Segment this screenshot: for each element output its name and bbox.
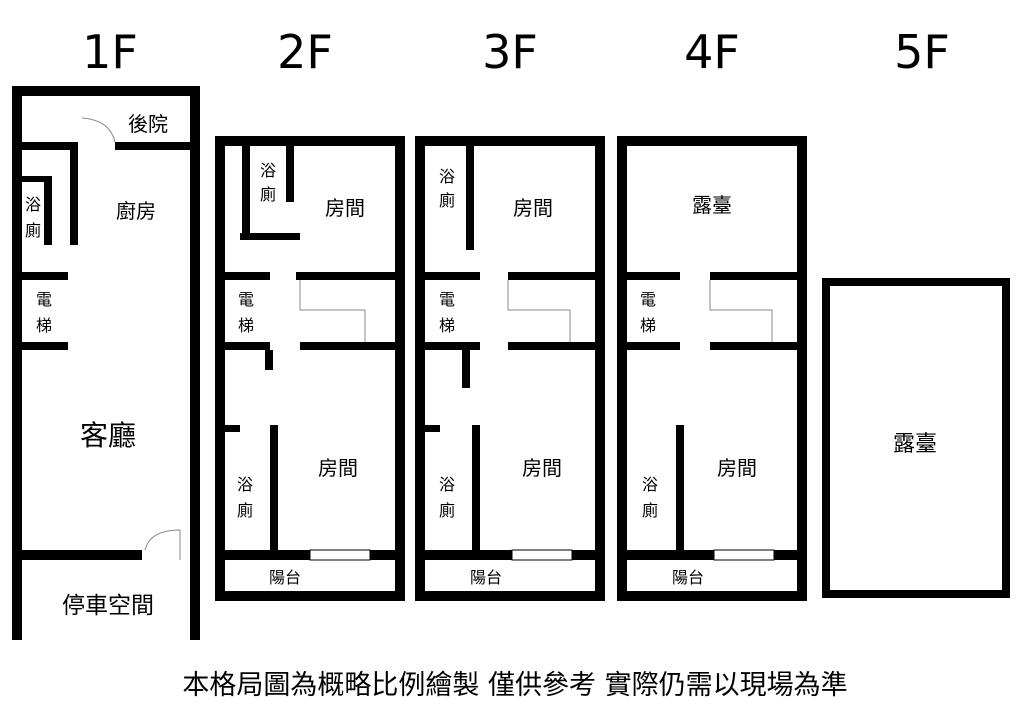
floor-2f: 浴 廁 房間 電 梯 浴 廁 房間 陽台 — [215, 136, 405, 601]
room-label-bath: 廁 — [260, 185, 276, 204]
room-label-room: 房間 — [717, 456, 757, 480]
floor-title-3f: 3F — [482, 25, 538, 79]
floor-5f: 露臺 — [822, 278, 1010, 598]
room-label-elevator: 電 — [238, 290, 254, 309]
room-label-room: 房間 — [522, 456, 562, 480]
room-label-elevator: 電 — [36, 290, 52, 309]
floor-3f: 浴 廁 房間 電 梯 浴 廁 房間 陽台 — [415, 136, 605, 601]
room-label-bath: 浴 — [260, 161, 276, 180]
room-label-room: 房間 — [513, 196, 553, 220]
room-label-terrace: 露臺 — [692, 193, 732, 217]
room-label-bath: 廁 — [439, 191, 455, 210]
room-label-bath: 浴 — [439, 167, 455, 186]
floor-4f: 露臺 電 梯 浴 廁 房間 陽台 — [617, 136, 807, 601]
room-label-living: 客廳 — [80, 419, 136, 452]
room-label-bath: 浴 — [25, 195, 41, 214]
room-label-bath: 浴 — [642, 475, 658, 494]
floor-title-5f: 5F — [894, 25, 950, 79]
room-label-balcony: 陽台 — [269, 568, 301, 587]
room-label-bath: 廁 — [439, 501, 455, 520]
room-label-balcony: 陽台 — [672, 568, 704, 587]
room-label-elevator: 梯 — [238, 316, 254, 335]
room-label-room: 房間 — [318, 456, 358, 480]
room-label-elevator: 梯 — [640, 316, 656, 335]
room-label-bath: 浴 — [439, 475, 455, 494]
room-label-elevator: 梯 — [439, 316, 455, 335]
room-label-room: 房間 — [325, 196, 365, 220]
footer-note: 本格局圖為概略比例繪製 僅供參考 實際仍需以現場為準 — [182, 670, 847, 701]
room-label-bath: 浴 — [237, 475, 253, 494]
floor-title-4f: 4F — [684, 25, 740, 79]
room-label-terrace: 露臺 — [893, 432, 937, 457]
room-label-bath: 廁 — [642, 501, 658, 520]
room-label-elevator: 電 — [439, 290, 455, 309]
floor-title-2f: 2F — [277, 25, 333, 79]
room-label-bath: 廁 — [25, 221, 41, 240]
room-label-parking: 停車空間 — [62, 593, 154, 619]
room-label-kitchen: 廚房 — [116, 199, 156, 223]
floor-title-1f: 1F — [82, 25, 138, 79]
room-label-elevator: 梯 — [36, 316, 52, 335]
floor-1f: 後院 廚房 浴 廁 電 梯 客廳 停車空間 — [12, 86, 200, 640]
room-label-elevator: 電 — [640, 290, 656, 309]
room-label-bath: 廁 — [237, 501, 253, 520]
room-label-balcony: 陽台 — [470, 568, 502, 587]
room-label-backyard: 後院 — [128, 112, 168, 136]
